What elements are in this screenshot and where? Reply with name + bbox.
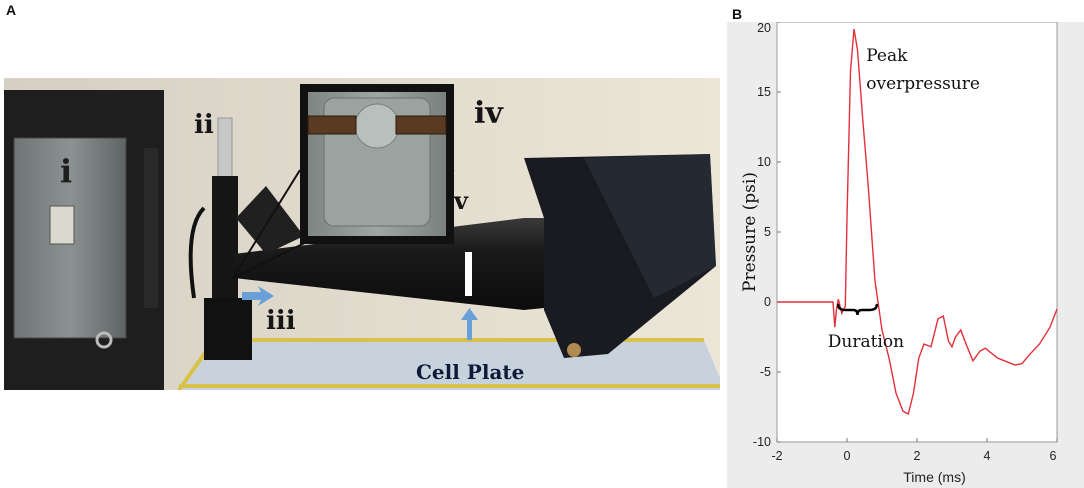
- peak-annotation-line1: Peak: [866, 46, 908, 66]
- label-ii: ii: [194, 110, 214, 140]
- x-tick-label: 2: [914, 449, 921, 463]
- chamber-valve: [567, 343, 581, 357]
- cell-plate-marker: [465, 252, 472, 296]
- peak-annotation-line2: overpressure: [866, 74, 980, 94]
- panel-b-letter: B: [732, 6, 743, 22]
- inset-illustration: [307, 92, 447, 236]
- pressure-series-line: [777, 28, 1058, 416]
- switch-handle: [144, 148, 158, 308]
- cell-plate-arrow: [461, 308, 478, 340]
- chamber-frost: [584, 154, 716, 298]
- cell-plate-inset: [300, 84, 454, 244]
- duration-brace: [837, 303, 878, 316]
- pressure-chart: -10 -5 0 5 10 15 20 -2 0 2 4 6 Pressure (psi) Time …: [740, 22, 1058, 485]
- panel-a-letter: A: [6, 2, 17, 18]
- label-i: i: [60, 152, 73, 190]
- stand-base: [204, 298, 252, 360]
- duration-annotation: Duration: [828, 332, 904, 352]
- x-tick-label: -2: [771, 449, 782, 463]
- x-tick-label: 6: [1050, 449, 1057, 463]
- driver-arrow: [242, 286, 274, 306]
- y-axis-title: Pressure (psi): [740, 172, 760, 292]
- blast-tube-photo: i ii iii iv v Cell Plate: [4, 78, 720, 390]
- label-v: v: [454, 186, 468, 215]
- inset-clip-left: [307, 115, 357, 135]
- label-cell-plate: Cell Plate: [416, 360, 525, 384]
- x-tick-label: 4: [984, 449, 991, 463]
- y-tick-label: -5: [760, 365, 771, 379]
- y-tick-label: 0: [764, 295, 771, 309]
- padlock-icon: [95, 331, 113, 349]
- inset-membrane: [354, 103, 400, 149]
- cable: [188, 206, 206, 299]
- pressure-plot-panel: -10 -5 0 5 10 15 20 -2 0 2 4 6 Pressure (psi) Time …: [727, 22, 1084, 488]
- y-tick-label: 20: [757, 22, 771, 35]
- label-iii: iii: [266, 306, 296, 336]
- inset-clip-right: [395, 115, 447, 135]
- driver-membrane-holder: [217, 117, 233, 179]
- y-tick-label: -10: [753, 435, 771, 449]
- y-tick-label: 5: [764, 225, 771, 239]
- driver-stand: [212, 176, 238, 302]
- label-iv: iv: [474, 96, 503, 131]
- warning-label: [49, 205, 75, 245]
- x-axis-title: Time (ms): [903, 469, 965, 485]
- x-tick-label: 0: [844, 449, 851, 463]
- y-tick-label: 10: [757, 155, 771, 169]
- y-tick-label: 15: [757, 85, 771, 99]
- callout-line-lower: [232, 169, 301, 279]
